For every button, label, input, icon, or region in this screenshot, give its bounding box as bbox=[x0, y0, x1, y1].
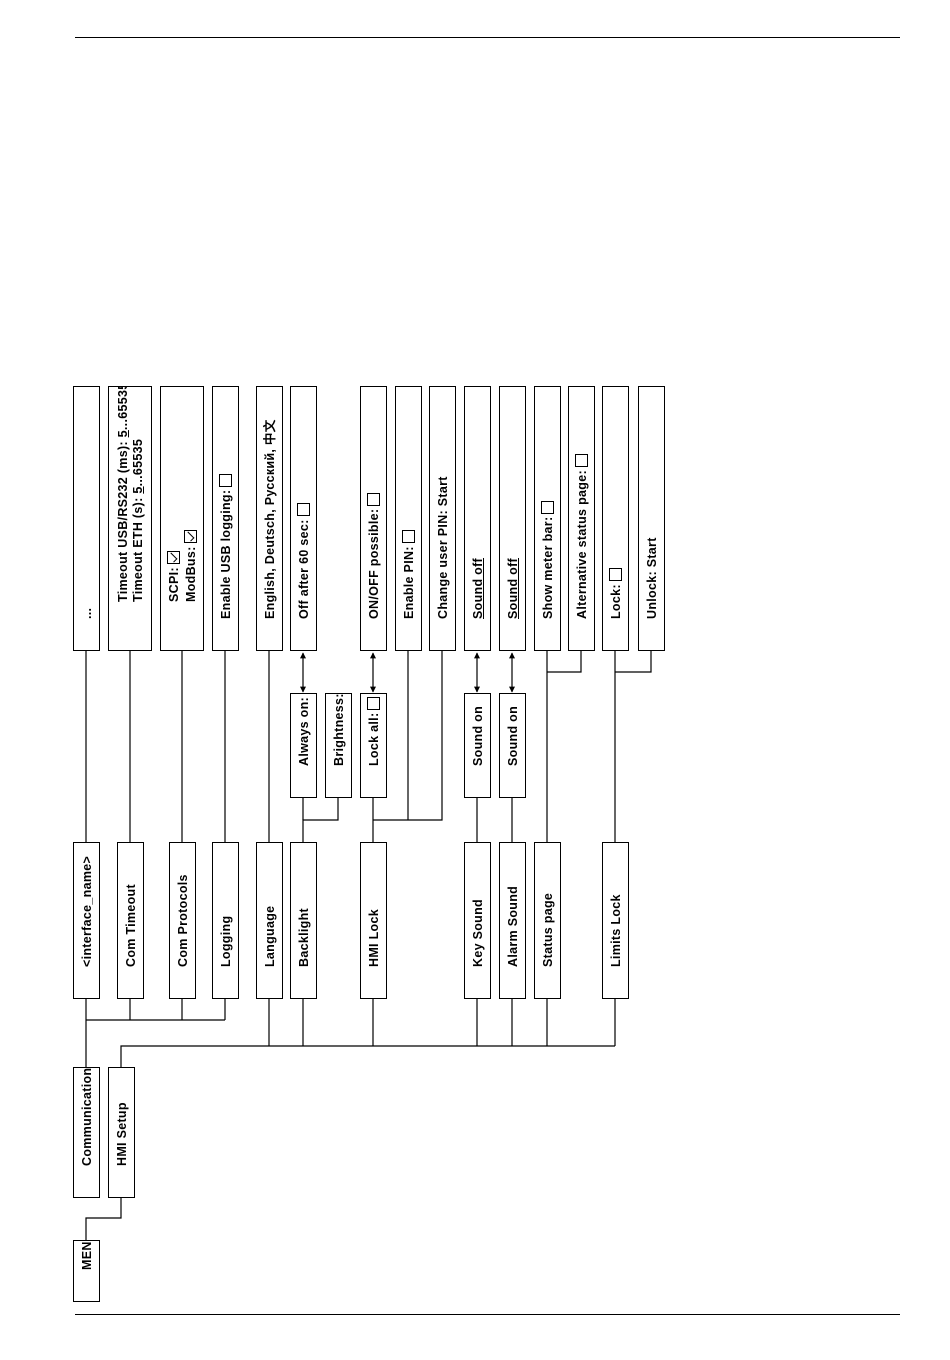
hmi-setup-node[interactable]: HMI Setup bbox=[108, 1067, 135, 1198]
always-on-node[interactable]: Always on: bbox=[290, 693, 317, 798]
menu-root-label: MENU bbox=[80, 1240, 94, 1270]
lock-all-checkbox[interactable] bbox=[367, 696, 380, 710]
alarm-sound-on-label: Sound on bbox=[506, 705, 520, 766]
key-sound-node[interactable]: Key Sound bbox=[464, 842, 491, 999]
alt-status-label: Alternative status page: bbox=[575, 470, 589, 619]
alarm-sound-on-node[interactable]: Sound on bbox=[499, 693, 526, 798]
enable-pin-checkbox[interactable] bbox=[402, 530, 415, 544]
language-options-label: English, Deutsch, Русский, 中文 bbox=[263, 419, 277, 619]
brightness-node[interactable]: Brightness: bbox=[325, 693, 352, 798]
alarm-sound-node[interactable]: Alarm Sound bbox=[499, 842, 526, 999]
protocols-settings-node[interactable]: SCPI: ModBus: bbox=[160, 386, 204, 651]
off-after-node[interactable]: Off after 60 sec: bbox=[290, 386, 317, 651]
interface-name-label: <interface_name> bbox=[80, 855, 94, 967]
com-timeout-node[interactable]: Com Timeout bbox=[117, 842, 144, 999]
on-off-possible-checkbox[interactable] bbox=[367, 492, 380, 506]
hmi-setup-label: HMI Setup bbox=[115, 1102, 129, 1166]
meter-bar-node[interactable]: Show meter bar: bbox=[534, 386, 561, 651]
bottom-rule bbox=[75, 1314, 900, 1315]
enable-pin-label: Enable PIN: bbox=[402, 546, 416, 619]
alarm-sound-label: Alarm Sound bbox=[506, 885, 520, 967]
timeout-usb-suffix: ...65535 bbox=[116, 386, 130, 431]
language-options-node[interactable]: English, Deutsch, Русский, 中文 bbox=[256, 386, 283, 651]
logging-node[interactable]: Logging bbox=[212, 842, 239, 999]
key-sound-on-label: Sound on bbox=[471, 705, 485, 766]
timeout-usb-row: Timeout USB/RS232 (ms): 5...65535 bbox=[116, 386, 131, 602]
interface-detail-node[interactable]: ... bbox=[73, 386, 100, 651]
timeout-usb-prefix: Timeout USB/RS232 (ms): bbox=[116, 437, 130, 602]
hmi-lock-label: HMI Lock bbox=[367, 909, 381, 967]
unlock-label: Unlock: Start bbox=[645, 537, 659, 619]
scpi-label: SCPI: bbox=[167, 567, 181, 602]
lock-label: Lock: bbox=[609, 584, 623, 619]
status-page-node[interactable]: Status page bbox=[534, 842, 561, 999]
enable-pin-node[interactable]: Enable PIN: bbox=[395, 386, 422, 651]
unlock-node[interactable]: Unlock: Start bbox=[638, 386, 665, 651]
key-sound-label: Key Sound bbox=[471, 899, 485, 967]
logging-label: Logging bbox=[219, 915, 233, 967]
timeout-eth-suffix: ...65535 bbox=[131, 438, 145, 487]
modbus-checkbox[interactable] bbox=[184, 530, 197, 544]
on-off-possible-label: ON/OFF possible: bbox=[367, 508, 381, 619]
timeout-eth-prefix: Timeout ETH (s): bbox=[131, 493, 145, 602]
usb-logging-label: Enable USB logging: bbox=[219, 489, 233, 619]
com-protocols-label: Com Protocols bbox=[176, 874, 190, 967]
alarm-sound-off-label: Sound off bbox=[506, 557, 520, 619]
interface-detail-label: ... bbox=[80, 607, 94, 619]
com-timeout-label: Com Timeout bbox=[124, 884, 138, 967]
meter-bar-checkbox[interactable] bbox=[541, 500, 554, 514]
com-protocols-node[interactable]: Com Protocols bbox=[169, 842, 196, 999]
always-on-checkbox[interactable] bbox=[297, 693, 310, 694]
timeout-usb-value[interactable]: 5 bbox=[116, 430, 130, 438]
usb-logging-node[interactable]: Enable USB logging: bbox=[212, 386, 239, 651]
lock-checkbox[interactable] bbox=[609, 568, 622, 582]
always-on-label: Always on: bbox=[297, 697, 311, 766]
top-rule bbox=[75, 37, 900, 38]
alt-status-node[interactable]: Alternative status page: bbox=[568, 386, 595, 651]
meter-bar-label: Show meter bar: bbox=[541, 516, 555, 619]
lock-node[interactable]: Lock: bbox=[602, 386, 629, 651]
limits-lock-label: Limits Lock bbox=[609, 894, 623, 967]
lock-all-node[interactable]: Lock all: bbox=[360, 693, 387, 798]
modbus-label: ModBus: bbox=[184, 546, 198, 602]
brightness-label: Brightness: bbox=[332, 693, 346, 766]
usb-logging-checkbox[interactable] bbox=[219, 473, 232, 487]
communication-label: Communication bbox=[80, 1067, 94, 1166]
limits-lock-node[interactable]: Limits Lock bbox=[602, 842, 629, 999]
change-pin-label: Change user PIN: Start bbox=[436, 476, 450, 619]
key-sound-off-label: Sound off bbox=[471, 557, 485, 619]
off-after-label: Off after 60 sec: bbox=[297, 519, 311, 619]
alt-status-checkbox[interactable] bbox=[575, 454, 588, 468]
on-off-possible-node[interactable]: ON/OFF possible: bbox=[360, 386, 387, 651]
communication-node[interactable]: Communication bbox=[73, 1067, 100, 1198]
timeout-eth-value[interactable]: 5 bbox=[131, 486, 145, 494]
alarm-sound-off-node[interactable]: Sound off bbox=[499, 386, 526, 651]
language-node[interactable]: Language bbox=[256, 842, 283, 999]
interface-name-node[interactable]: <interface_name> bbox=[73, 842, 100, 999]
change-pin-node[interactable]: Change user PIN: Start bbox=[429, 386, 456, 651]
hmi-lock-node[interactable]: HMI Lock bbox=[360, 842, 387, 999]
menu-root-node[interactable]: MENU bbox=[73, 1240, 100, 1302]
key-sound-off-node[interactable]: Sound off bbox=[464, 386, 491, 651]
lock-all-label: Lock all: bbox=[367, 712, 381, 766]
status-page-label: Status page bbox=[541, 892, 555, 967]
off-after-checkbox[interactable] bbox=[297, 503, 310, 517]
backlight-label: Backlight bbox=[297, 908, 311, 967]
scpi-checkbox[interactable] bbox=[167, 551, 180, 565]
timeout-eth-row: Timeout ETH (s): 5...65535 bbox=[131, 387, 146, 602]
key-sound-on-node[interactable]: Sound on bbox=[464, 693, 491, 798]
backlight-node[interactable]: Backlight bbox=[290, 842, 317, 999]
language-label: Language bbox=[263, 905, 277, 967]
timeout-settings-node[interactable]: Timeout USB/RS232 (ms): 5...65535 Timeou… bbox=[108, 386, 152, 651]
